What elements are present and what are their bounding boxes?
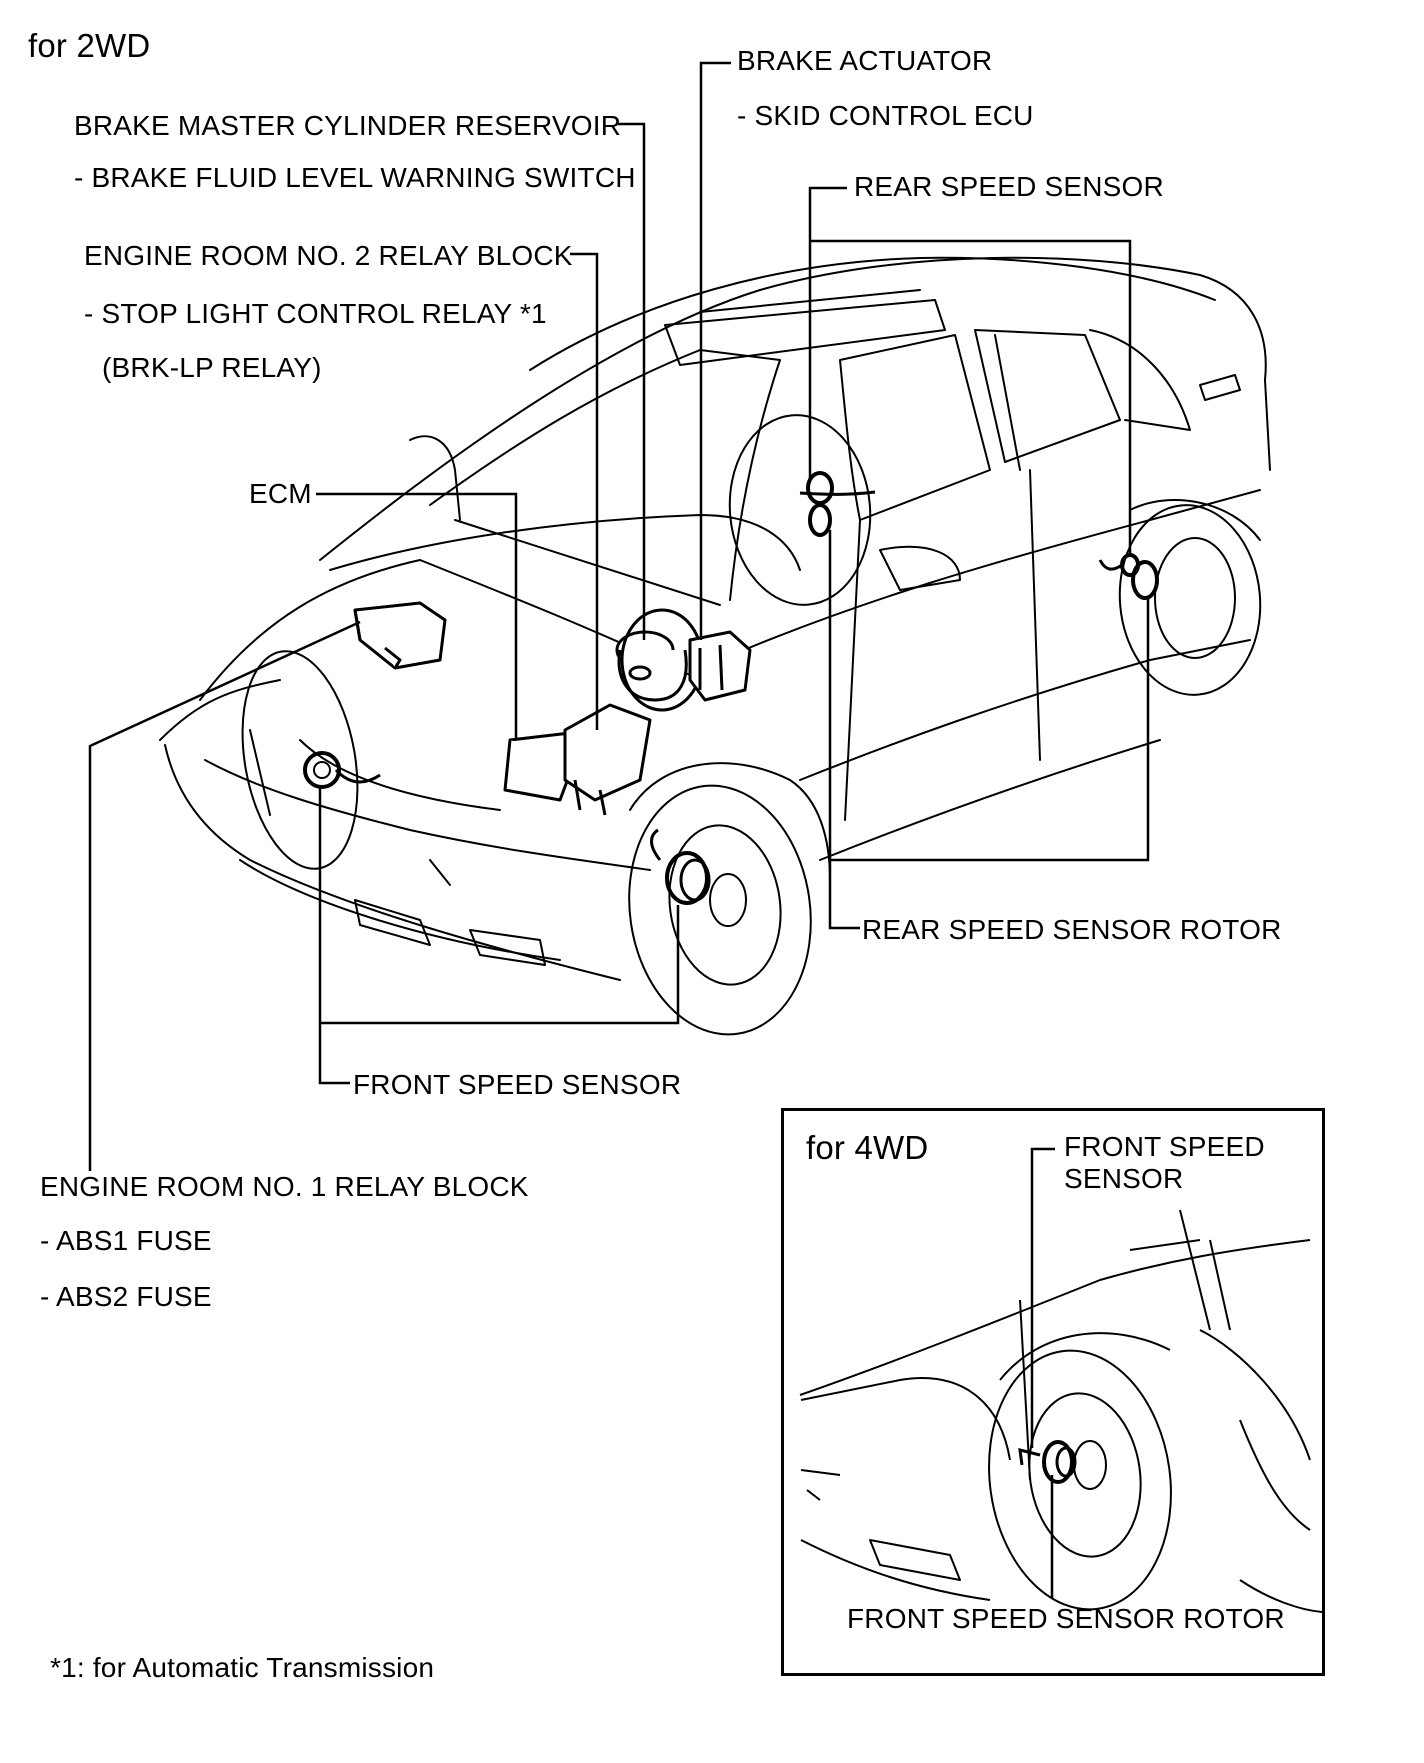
label-brake-actuator: BRAKE ACTUATOR [737, 45, 993, 76]
sensor-rings [303, 471, 1159, 905]
inset-leader-lines [1030, 1147, 1055, 1598]
label-engine-room-no2-relay-block: ENGINE ROOM NO. 2 RELAY BLOCK [84, 240, 573, 271]
section-title-2wd: for 2WD [28, 27, 151, 64]
inset-4wd-illustration [799, 1209, 1323, 1613]
label-abs2-fuse: - ABS2 FUSE [40, 1281, 212, 1312]
inset-label-front-speed-sensor-rotor: FRONT SPEED SENSOR ROTOR [847, 1603, 1285, 1634]
label-rear-speed-sensor: REAR SPEED SENSOR [854, 171, 1164, 202]
car-body-outline [159, 256, 1271, 1036]
inset-4wd-frame [781, 1108, 1325, 1676]
label-front-speed-sensor: FRONT SPEED SENSOR [353, 1069, 682, 1100]
label-stop-light-control-relay: - STOP LIGHT CONTROL RELAY *1 [84, 298, 547, 329]
label-engine-room-no1-relay-block: ENGINE ROOM NO. 1 RELAY BLOCK [40, 1171, 529, 1202]
label-brk-lp-relay: (BRK-LP RELAY) [102, 352, 322, 383]
label-rear-speed-sensor-rotor: REAR SPEED SENSOR ROTOR [862, 914, 1282, 945]
components [353, 601, 752, 816]
footnote: *1: for Automatic Transmission [50, 1652, 435, 1683]
inset-label-front-speed-sensor-line2: SENSOR [1064, 1163, 1184, 1194]
label-abs1-fuse: - ABS1 FUSE [40, 1225, 212, 1256]
section-title-4wd: for 4WD [806, 1129, 929, 1166]
leader-lines [88, 61, 1150, 1171]
label-skid-control-ecu: - SKID CONTROL ECU [737, 100, 1034, 131]
label-master-cylinder-reservoir: BRAKE MASTER CYLINDER RESERVOIR [74, 110, 622, 141]
label-fluid-level-switch: - BRAKE FLUID LEVEL WARNING SWITCH [74, 162, 636, 193]
inset-label-front-speed-sensor-line1: FRONT SPEED [1064, 1131, 1265, 1162]
label-ecm: ECM [249, 478, 312, 509]
inset-sensor-ring [1018, 1440, 1077, 1484]
